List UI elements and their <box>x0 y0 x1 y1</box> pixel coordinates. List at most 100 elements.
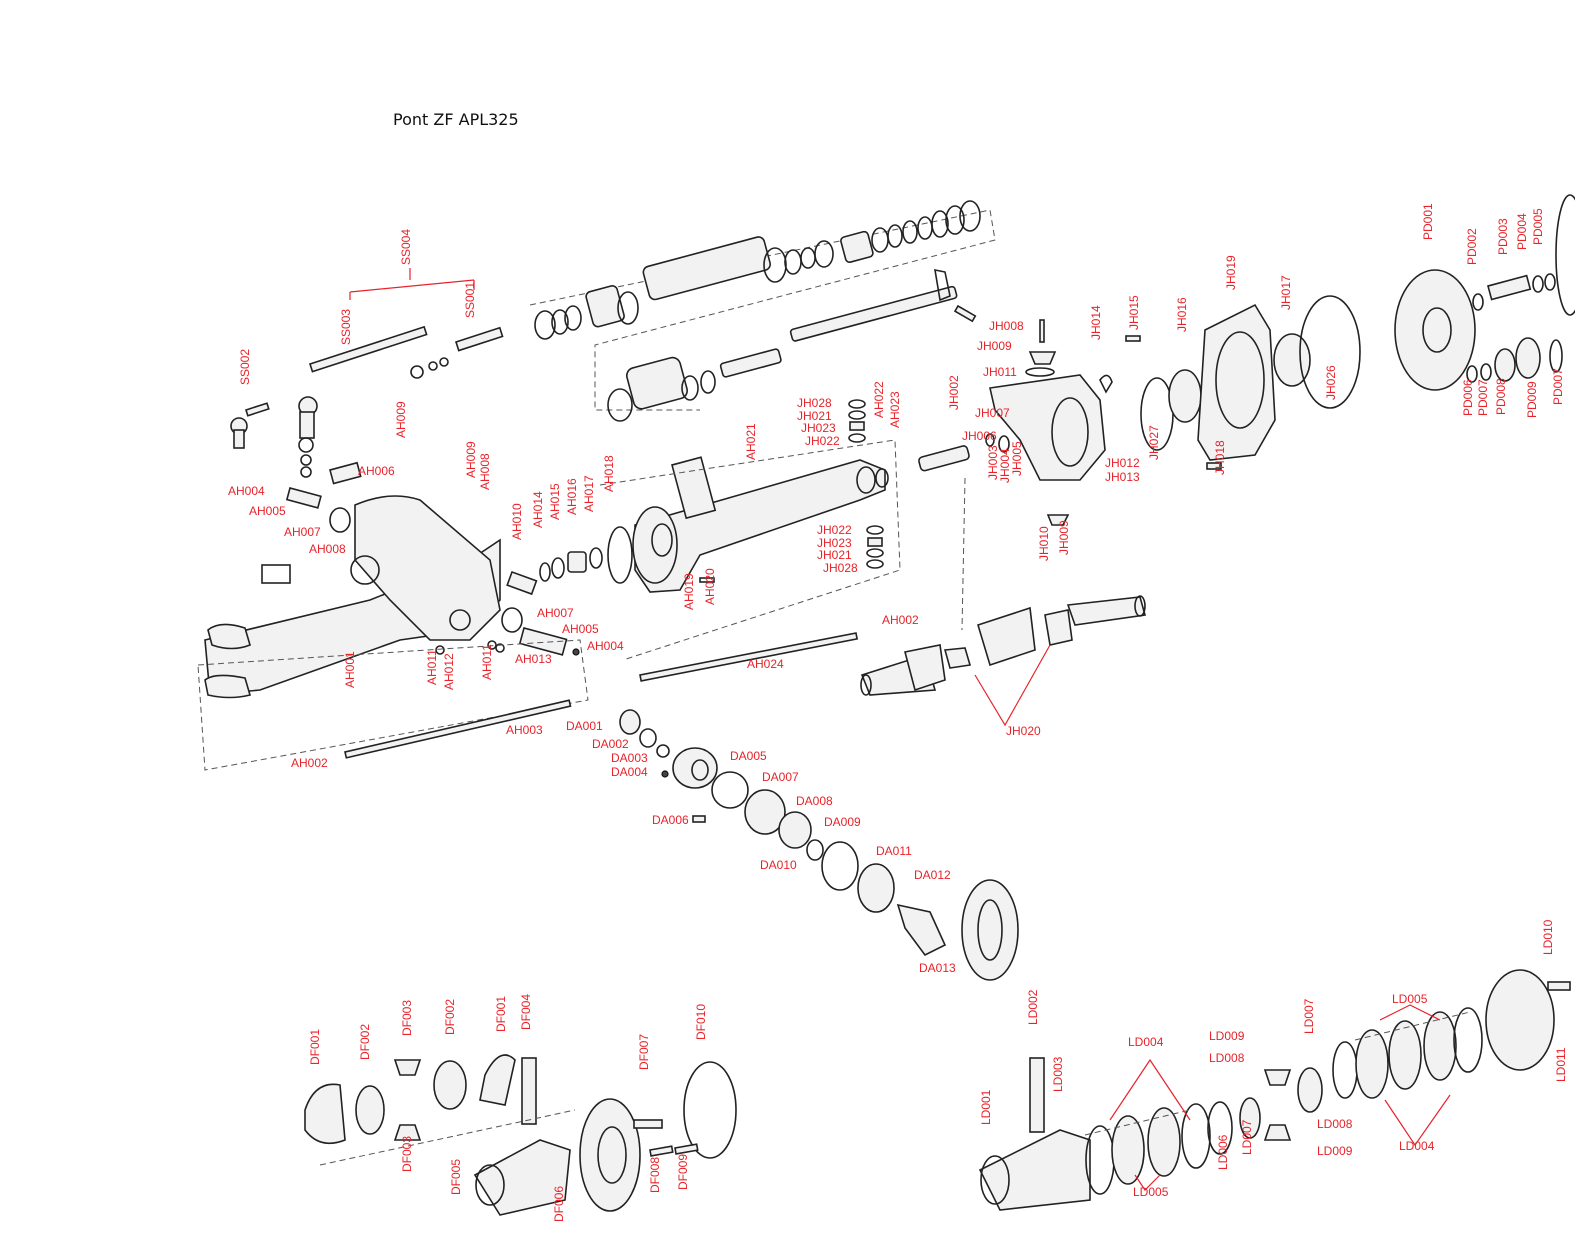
part-label-da008: DA008 <box>796 794 833 808</box>
part-label-jh015: JH015 <box>1127 295 1141 330</box>
part-label-pd002: PD002 <box>1465 228 1479 265</box>
part-label-df009: DF009 <box>676 1154 690 1190</box>
part-label-ld008: LD008 <box>1209 1051 1245 1065</box>
part-label-jh017: JH017 <box>1279 275 1293 310</box>
part-label-jh012: JH012 <box>1105 456 1140 470</box>
part-label-ah020: AH020 <box>703 568 717 605</box>
part-label-ld001: LD001 <box>979 1089 993 1125</box>
part-label-da011: DA011 <box>876 844 912 858</box>
part-label-ld009: LD009 <box>1209 1029 1245 1043</box>
part-label-ld003: LD003 <box>1051 1056 1065 1092</box>
part-label-df010: DF010 <box>694 1004 708 1040</box>
part-label-ld007: LD007 <box>1302 998 1316 1034</box>
part-label-ss002: SS002 <box>238 349 252 385</box>
part-label-ld004: LD004 <box>1128 1035 1164 1049</box>
part-label-df002: DF002 <box>443 999 457 1035</box>
part-label-jh020: JH020 <box>1006 724 1041 738</box>
part-label-ss001: SS001 <box>463 282 477 318</box>
part-label-jh007: JH007 <box>975 406 1010 420</box>
part-label-ah011: AH011 <box>425 649 439 685</box>
part-label-ld006: LD006 <box>1216 1134 1230 1170</box>
part-label-ah008: AH008 <box>478 453 492 490</box>
part-label-jh016: JH016 <box>1175 297 1189 332</box>
page-title: Pont ZF APL325 <box>393 110 519 129</box>
part-label-pd006: PD006 <box>1461 379 1475 416</box>
part-label-ld011: LD011 <box>1554 1047 1568 1082</box>
part-label-df003: DF003 <box>400 1136 414 1172</box>
steering-cylinder-assembly <box>529 200 996 422</box>
part-label-pd009: PD009 <box>1525 381 1539 418</box>
part-label-jh028: JH028 <box>823 561 858 575</box>
part-label-jh014: JH014 <box>1089 305 1103 340</box>
part-label-jh009: JH009 <box>1057 520 1071 555</box>
part-label-ld005: LD005 <box>1392 992 1428 1006</box>
part-label-jh018: JH018 <box>1213 440 1227 475</box>
tie-rod-assembly <box>230 268 504 478</box>
part-label-pd008: PD008 <box>1494 378 1508 415</box>
drive-shaft <box>860 595 1147 727</box>
part-label-ah009: AH009 <box>464 441 478 478</box>
part-label-da004: DA004 <box>611 765 648 779</box>
part-label-da002: DA002 <box>592 737 629 751</box>
part-label-ah005: AH005 <box>562 622 599 636</box>
part-label-jh021: JH021 <box>797 409 832 423</box>
knuckle-hub-assembly <box>918 295 1361 631</box>
part-label-pd007: PD007 <box>1551 368 1565 405</box>
part-label-ld007: LD007 <box>1240 1119 1254 1155</box>
part-label-ah008: AH008 <box>309 542 346 556</box>
part-label-ah005: AH005 <box>249 504 286 518</box>
part-label-da003: DA003 <box>611 751 648 765</box>
part-label-ah014: AH014 <box>531 491 545 528</box>
part-label-ld005: LD005 <box>1133 1185 1169 1199</box>
planetary-assembly <box>1394 194 1575 391</box>
part-label-jh011: JH011 <box>983 365 1017 379</box>
part-label-df001: DF001 <box>494 996 508 1032</box>
part-label-da001: DA001 <box>566 719 603 733</box>
part-label-ah004: AH004 <box>587 639 624 653</box>
part-label-ah015: AH015 <box>548 483 562 520</box>
part-label-ah009: AH009 <box>394 401 408 438</box>
part-label-ah002: AH002 <box>882 613 919 627</box>
part-label-pd003: PD003 <box>1496 218 1510 255</box>
pinion-assembly <box>619 709 1019 981</box>
part-label-ah016: AH016 <box>565 478 579 515</box>
part-label-ah012: AH012 <box>442 653 456 690</box>
part-labels: SS004SS003SS001SS002AH009AH006AH004AH005… <box>228 203 1568 1222</box>
part-label-jh022: JH022 <box>805 434 840 448</box>
part-label-ah024: AH024 <box>747 657 784 671</box>
part-label-jh023: JH023 <box>801 421 836 435</box>
part-label-df005: DF005 <box>449 1159 463 1195</box>
part-label-ah018: AH018 <box>602 455 616 492</box>
part-label-da010: DA010 <box>760 858 797 872</box>
part-label-pd007: PD007 <box>1476 379 1490 416</box>
part-label-jh004: JH004 <box>998 448 1012 483</box>
part-label-df007: DF007 <box>637 1034 651 1070</box>
part-label-jh002: JH002 <box>947 375 961 410</box>
part-label-jh005: JH005 <box>1010 441 1024 476</box>
part-label-ld009: LD009 <box>1317 1144 1353 1158</box>
part-label-ld008: LD008 <box>1317 1117 1353 1131</box>
part-label-jh019: JH019 <box>1224 255 1238 290</box>
part-label-ah004: AH004 <box>228 484 265 498</box>
part-label-ah007: AH007 <box>537 606 574 620</box>
part-label-df003: DF003 <box>400 1000 414 1036</box>
part-label-jh008: JH008 <box>989 319 1024 333</box>
part-label-ld004: LD004 <box>1399 1139 1435 1153</box>
part-label-df002: DF002 <box>358 1024 372 1060</box>
part-label-ah013: AH013 <box>515 652 552 666</box>
part-label-jh023: JH023 <box>817 536 852 550</box>
part-label-da013: DA013 <box>919 961 956 975</box>
part-label-ah019: AH019 <box>682 573 696 610</box>
part-label-jh003: JH003 <box>986 445 1000 480</box>
part-label-da005: DA005 <box>730 749 767 763</box>
part-label-ah007: AH007 <box>284 525 321 539</box>
part-label-jh013: JH013 <box>1105 470 1140 484</box>
part-label-df004: DF004 <box>519 994 533 1030</box>
part-label-ah022: AH022 <box>872 381 886 418</box>
part-label-ah017: AH017 <box>582 475 596 512</box>
part-label-ah006: AH006 <box>358 464 395 478</box>
part-label-pd001: PD001 <box>1421 203 1435 240</box>
part-label-pd005: PD005 <box>1531 208 1545 245</box>
part-label-df008: DF008 <box>648 1157 662 1193</box>
